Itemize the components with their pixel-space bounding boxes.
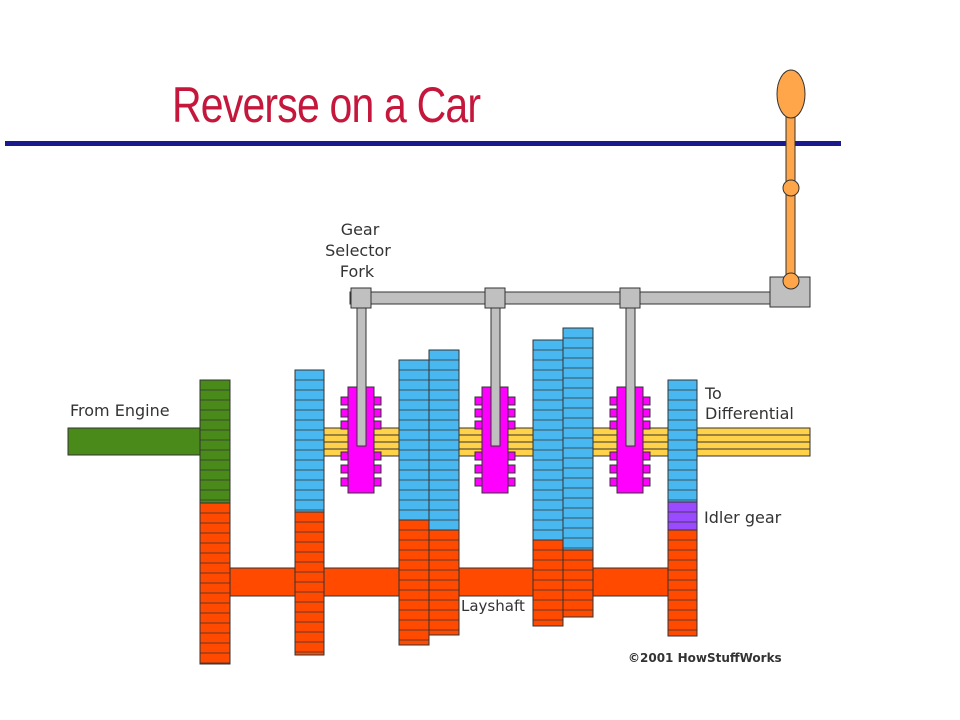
collar-2-tooth-right — [507, 420, 516, 430]
third-gear-b-section-1 — [562, 549, 594, 618]
collar-1-tooth-right — [373, 396, 382, 406]
fork-clamp-1 — [350, 287, 372, 309]
collar-2-tooth-right — [507, 396, 516, 406]
title-rule — [5, 141, 841, 146]
collar-2-tooth-left — [474, 477, 483, 487]
fork-2 — [490, 303, 501, 447]
collar-2-tooth-left — [474, 396, 483, 406]
second-gear-a-section-1 — [398, 519, 430, 646]
collar-3-tooth-left — [609, 464, 618, 474]
label-gear: Gear — [341, 220, 380, 239]
input-gear-section-1 — [199, 502, 231, 665]
collar-2-tooth-right — [507, 477, 516, 487]
third-gear-a-section-1 — [532, 539, 564, 627]
collar-2-tooth-right — [507, 464, 516, 474]
collar-2-tooth-left — [474, 420, 483, 430]
reverse-gear-section-2 — [667, 529, 698, 637]
page-title: Reverse on a Car — [172, 77, 481, 133]
collar-3-tooth-right — [642, 408, 651, 418]
reverse-gear-section-1 — [667, 501, 698, 531]
fork-clamp-3 — [619, 287, 641, 309]
label-differential: Differential — [705, 404, 794, 423]
collar-1-tooth-left — [340, 396, 349, 406]
label-copyright: ©2001 HowStuffWorks — [628, 651, 782, 665]
collar-3-tooth-right — [642, 477, 651, 487]
gear-lever-knob — [776, 69, 806, 119]
input-shaft — [67, 427, 205, 456]
gears — [199, 327, 698, 665]
fork-3 — [625, 303, 636, 447]
label-idler-gear: Idler gear — [704, 508, 782, 527]
collar-1-tooth-left — [340, 420, 349, 430]
third-gear-b-section-0 — [562, 327, 594, 551]
collar-1-tooth-right — [373, 451, 382, 461]
label-fork: Fork — [340, 262, 375, 281]
collar-3-tooth-left — [609, 420, 618, 430]
collar-3-tooth-left — [609, 396, 618, 406]
collar-3-tooth-right — [642, 396, 651, 406]
collar-3-tooth-right — [642, 451, 651, 461]
collar-2-tooth-right — [507, 451, 516, 461]
collar-2-tooth-left — [474, 451, 483, 461]
collar-1-tooth-left — [340, 408, 349, 418]
fork-1 — [356, 303, 367, 447]
reverse-gear-section-0 — [667, 379, 698, 503]
collar-1-tooth-left — [340, 477, 349, 487]
input-gear-section-0 — [199, 379, 231, 504]
collar-3-tooth-left — [609, 408, 618, 418]
second-gear-b-section-1 — [428, 529, 460, 636]
collar-1-tooth-right — [373, 420, 382, 430]
collar-3-tooth-left — [609, 451, 618, 461]
first-gear-section-0 — [294, 369, 325, 513]
collar-2-tooth-left — [474, 408, 483, 418]
collar-1-tooth-right — [373, 464, 382, 474]
collar-1-tooth-right — [373, 477, 382, 487]
collar-1-tooth-right — [373, 408, 382, 418]
fork-clamp-2 — [484, 287, 506, 309]
collar-3-tooth-right — [642, 420, 651, 430]
collar-1-tooth-left — [340, 451, 349, 461]
gear-lever-joint — [782, 179, 800, 197]
selector-rod — [349, 291, 774, 305]
label-to: To — [704, 384, 722, 403]
gear-selector — [349, 69, 811, 447]
label-layshaft: Layshaft — [461, 597, 525, 615]
collar-1-tooth-left — [340, 464, 349, 474]
label-from-engine: From Engine — [70, 401, 170, 420]
collar-2-tooth-left — [474, 464, 483, 474]
label-selector: Selector — [325, 241, 391, 260]
gear-lever-pivot — [782, 272, 800, 290]
collar-3-tooth-left — [609, 477, 618, 487]
collar-2-tooth-right — [507, 408, 516, 418]
collar-3-tooth-right — [642, 464, 651, 474]
first-gear-section-1 — [294, 511, 325, 656]
